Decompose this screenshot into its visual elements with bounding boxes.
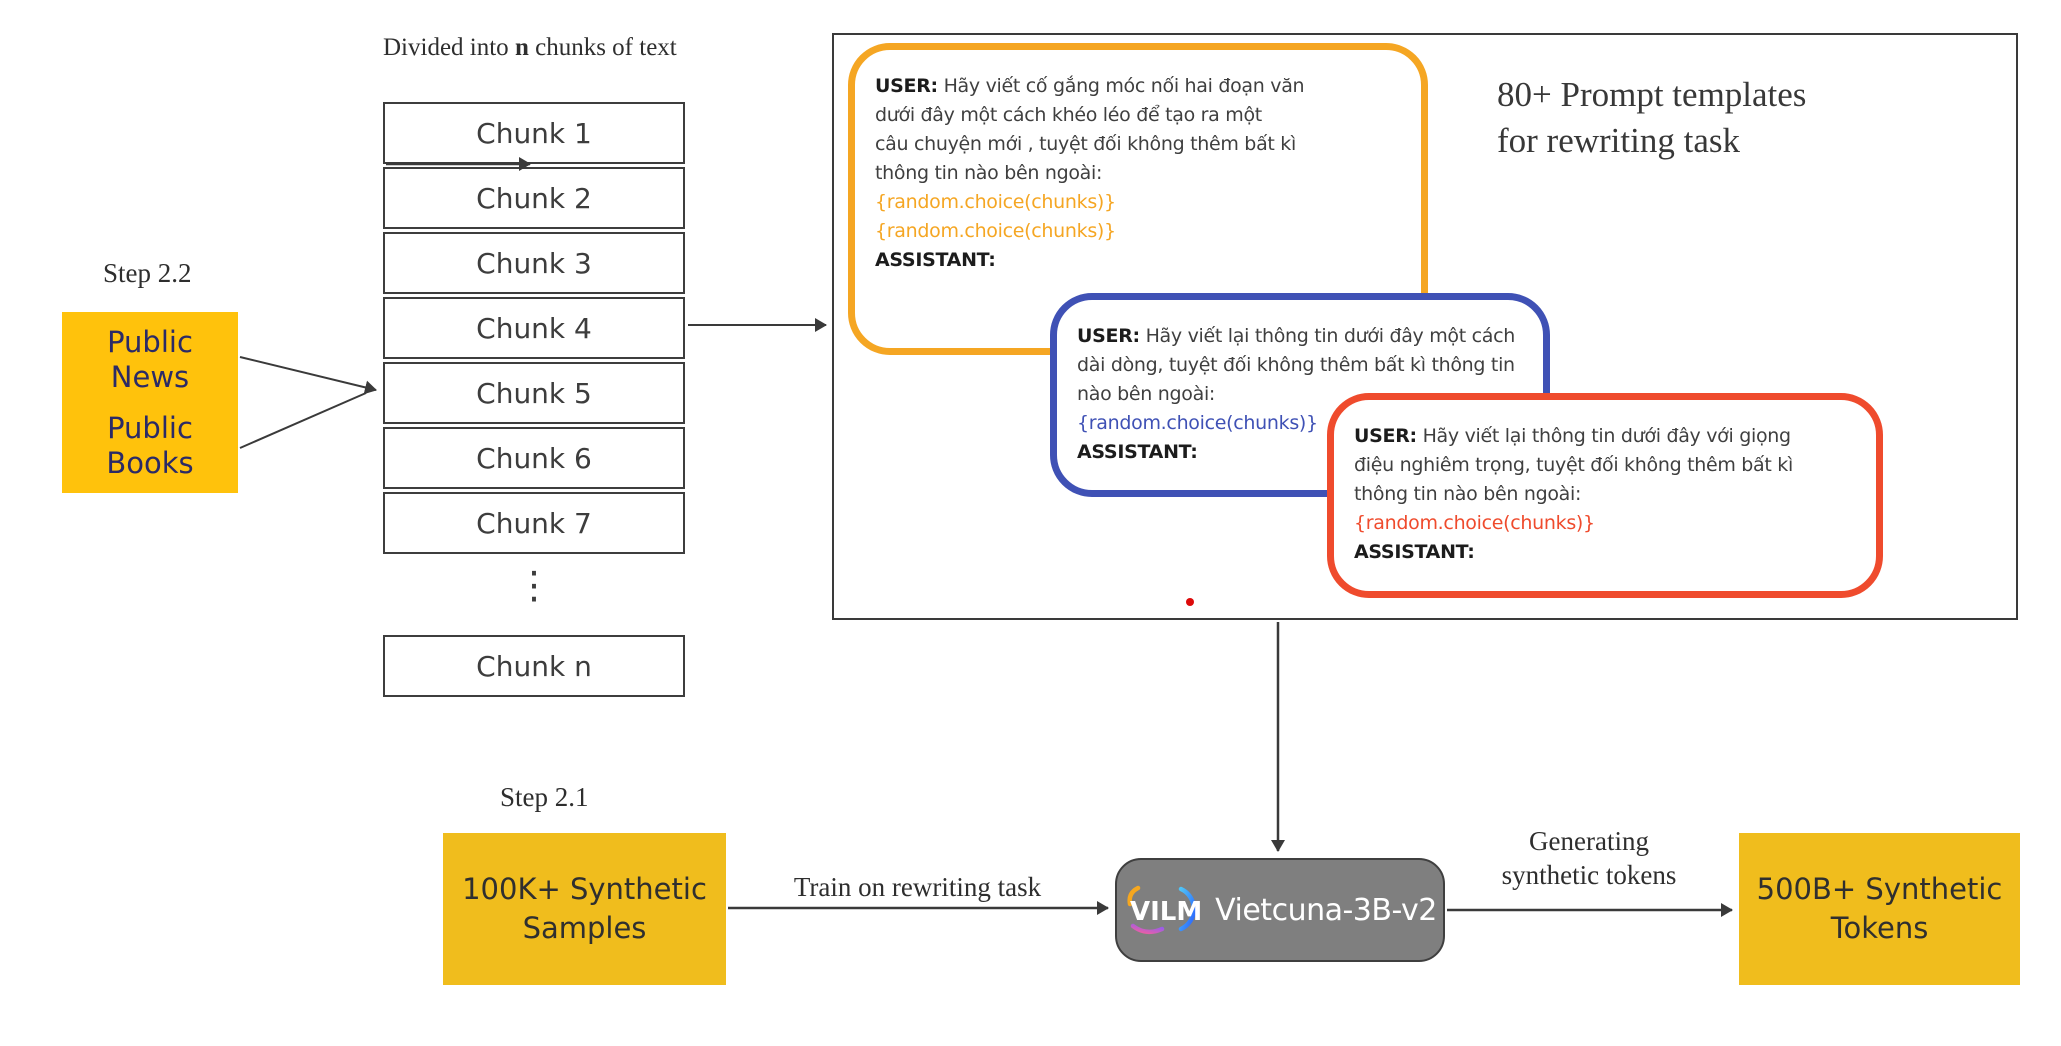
train-arrow-label: Train on rewriting task [793,872,1042,902]
prompt-template-red: USER: Hãy viết lại thông tin dưới đây vớ… [1327,393,1883,598]
prompt-red-text: USER: Hãy viết lại thông tin dưới đây vớ… [1354,422,1858,509]
chunk-row: Chunk 7 [383,492,685,554]
assistant-label-wrap: ASSISTANT: [875,246,1403,275]
chunk-stack: Chunk 1 Chunk 2 Chunk 3 Chunk 4 Chunk 5 … [383,102,685,557]
step-2-1-label: Step 2.1 [500,782,589,812]
chunk-row: Chunk 1 [383,102,685,164]
vietcuna-model-box: VILM Vietcuna-3B-v2 [1115,858,1445,962]
assistant-label-wrap: ASSISTANT: [1354,538,1858,567]
prompt-templates-title: 80+ Prompt templates for rewriting task [1497,75,1807,160]
prompt-body: Hãy viết cố gắng móc nối hai đoạn văn dư… [875,75,1305,184]
public-books-label: Public Books [106,410,194,480]
divided-n-bold: n [514,34,529,61]
chunk-ellipsis: ⋮ [515,563,553,607]
prompt-body: Hãy viết lại thông tin dưới đây với giọn… [1354,425,1793,505]
model-name-label: Vietcuna-3B-v2 [1215,892,1437,928]
chunk-row: Chunk 4 [383,297,685,359]
prompt-orange-text: USER: Hãy viết cố gắng móc nối hai đoạn … [875,72,1403,188]
divided-into-chunks-label: Divided into n chunks of text [383,34,677,62]
assistant-label: ASSISTANT: [875,249,996,271]
sources-to-chunks-arrow-bottom [239,392,367,449]
divided-suffix: chunks of text [528,34,677,61]
vilm-logo-text: VILM [1130,897,1202,927]
public-sources-box: Public News Public Books [62,312,238,493]
user-label: USER: [1077,325,1140,347]
sources-to-chunks-arrow-top [239,356,377,395]
assistant-label: ASSISTANT: [1354,541,1475,563]
chunk-row-n: Chunk n [383,635,685,697]
chunk-row: Chunk 2 [383,167,685,229]
user-label: USER: [875,75,938,97]
vilm-logo-icon: VILM [1127,885,1202,935]
public-news-label: Public News [107,324,193,394]
random-choice-var: {random.choice(chunks)} [1354,512,1595,534]
assistant-label-wrap: ASSISTANT: [1077,438,1525,467]
random-choice-var: {random.choice(chunks)} [875,220,1116,242]
chunk-row: Chunk 6 [383,427,685,489]
assistant-label: ASSISTANT: [1077,441,1198,463]
chunk-row: Chunk 5 [383,362,685,424]
user-label: USER: [1354,425,1417,447]
red-dot-mark [1186,598,1194,606]
prompt-blue-text: USER: Hãy viết lại thông tin dưới đây mộ… [1077,322,1525,409]
random-choice-var: {random.choice(chunks)} [875,191,1116,213]
step-2-2-label: Step 2.2 [103,258,192,288]
prompt-body: Hãy viết lại thông tin dưới đây một cách… [1077,325,1516,405]
divided-prefix: Divided into [383,34,515,61]
generate-arrow-label: Generating synthetic tokens [1501,826,1677,890]
synthetic-samples-box: 100K+ Synthetic Samples [443,833,726,985]
chunk-row: Chunk 3 [383,232,685,294]
random-choice-var: {random.choice(chunks)} [1077,412,1318,434]
synthetic-tokens-box: 500B+ Synthetic Tokens [1739,833,2020,985]
